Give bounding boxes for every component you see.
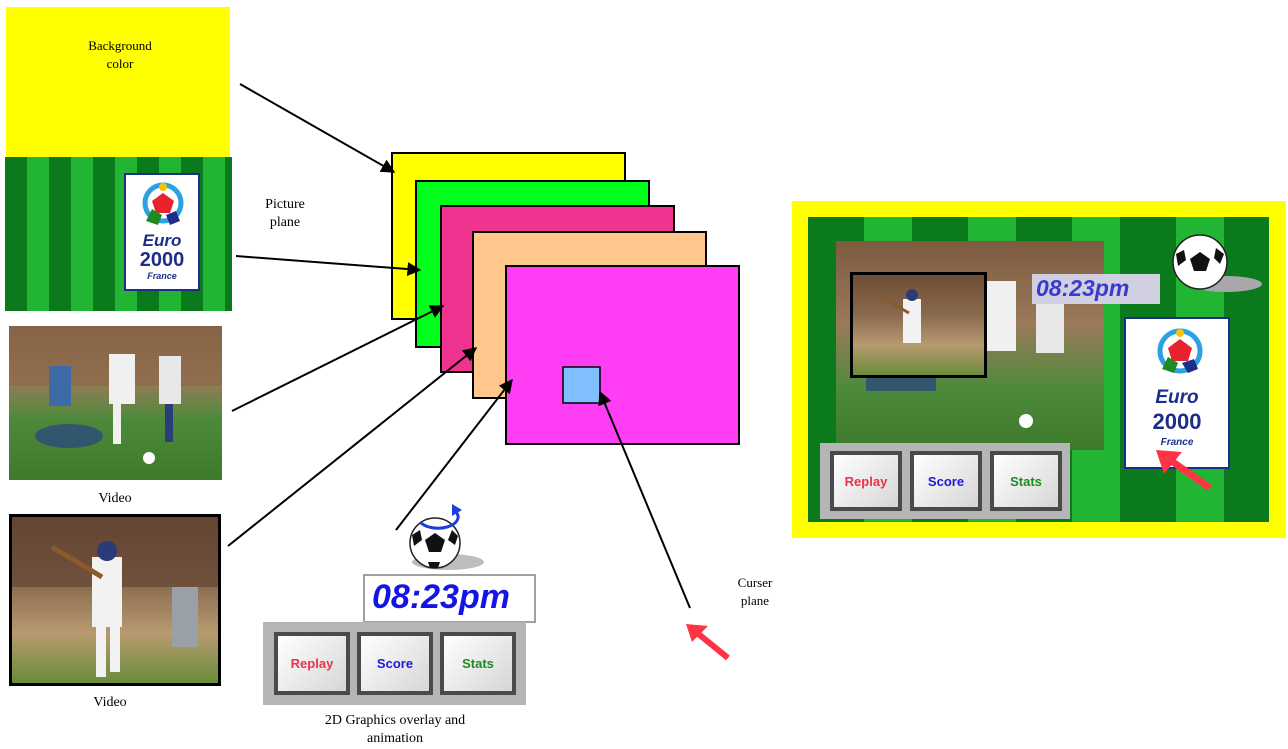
clock-text: 08:23pm <box>372 578 510 616</box>
graphics-label: 2D Graphics overlay and animation <box>324 713 466 746</box>
video1-label: Video <box>98 491 132 506</box>
arrow-picture <box>235 255 422 277</box>
composite-logo-line3: France <box>1160 437 1194 448</box>
composite-soccer-ball-icon <box>1172 234 1262 292</box>
arrow-background <box>239 83 396 173</box>
background-label: Background color <box>88 38 152 71</box>
composite-logo-emblem-icon <box>1157 328 1203 374</box>
composite-clock-text: 08:23pm <box>1036 275 1130 301</box>
arrow-video1 <box>231 305 445 412</box>
composite-replay-button[interactable]: Replay <box>830 451 902 511</box>
composite-clock-box <box>1032 274 1160 304</box>
stats-button[interactable]: Stats <box>440 632 516 695</box>
logo-line1: Euro <box>142 231 182 250</box>
clock-box <box>363 574 536 623</box>
cursor-arrow-icon <box>686 624 730 661</box>
replay-button[interactable]: Replay <box>274 632 350 695</box>
video-thumbnail-soccer <box>9 326 222 480</box>
logo-line3: France <box>147 271 177 281</box>
video-thumbnail-baseball <box>9 514 221 686</box>
picture-label: Picture plane <box>265 197 305 230</box>
arrow-cursor <box>598 390 691 609</box>
euro-logo: Euro 2000 France <box>124 173 200 291</box>
composite-video-baseball <box>850 272 987 378</box>
arrow-video2 <box>227 347 478 547</box>
logo-line2: 2000 <box>139 249 185 271</box>
arrow-graphics <box>395 378 513 531</box>
composite-logo-line2: 2000 <box>1152 409 1202 434</box>
composite-cursor-arrow-icon <box>1156 450 1213 491</box>
logo-emblem-icon <box>142 182 184 225</box>
score-button[interactable]: Score <box>357 632 433 695</box>
composite-logo-line1: Euro <box>1155 387 1199 408</box>
video2-label: Video <box>93 695 127 710</box>
composite-euro-logo: Euro 2000 France <box>1124 317 1230 469</box>
background-color-swatch <box>6 7 230 157</box>
cursor-square <box>562 366 601 404</box>
composite-score-button[interactable]: Score <box>910 451 982 511</box>
rotate-arrow-icon <box>418 510 460 530</box>
graphics-plane <box>505 265 740 445</box>
cursor-label: Curser plane <box>737 575 773 608</box>
composite-stats-button[interactable]: Stats <box>990 451 1062 511</box>
